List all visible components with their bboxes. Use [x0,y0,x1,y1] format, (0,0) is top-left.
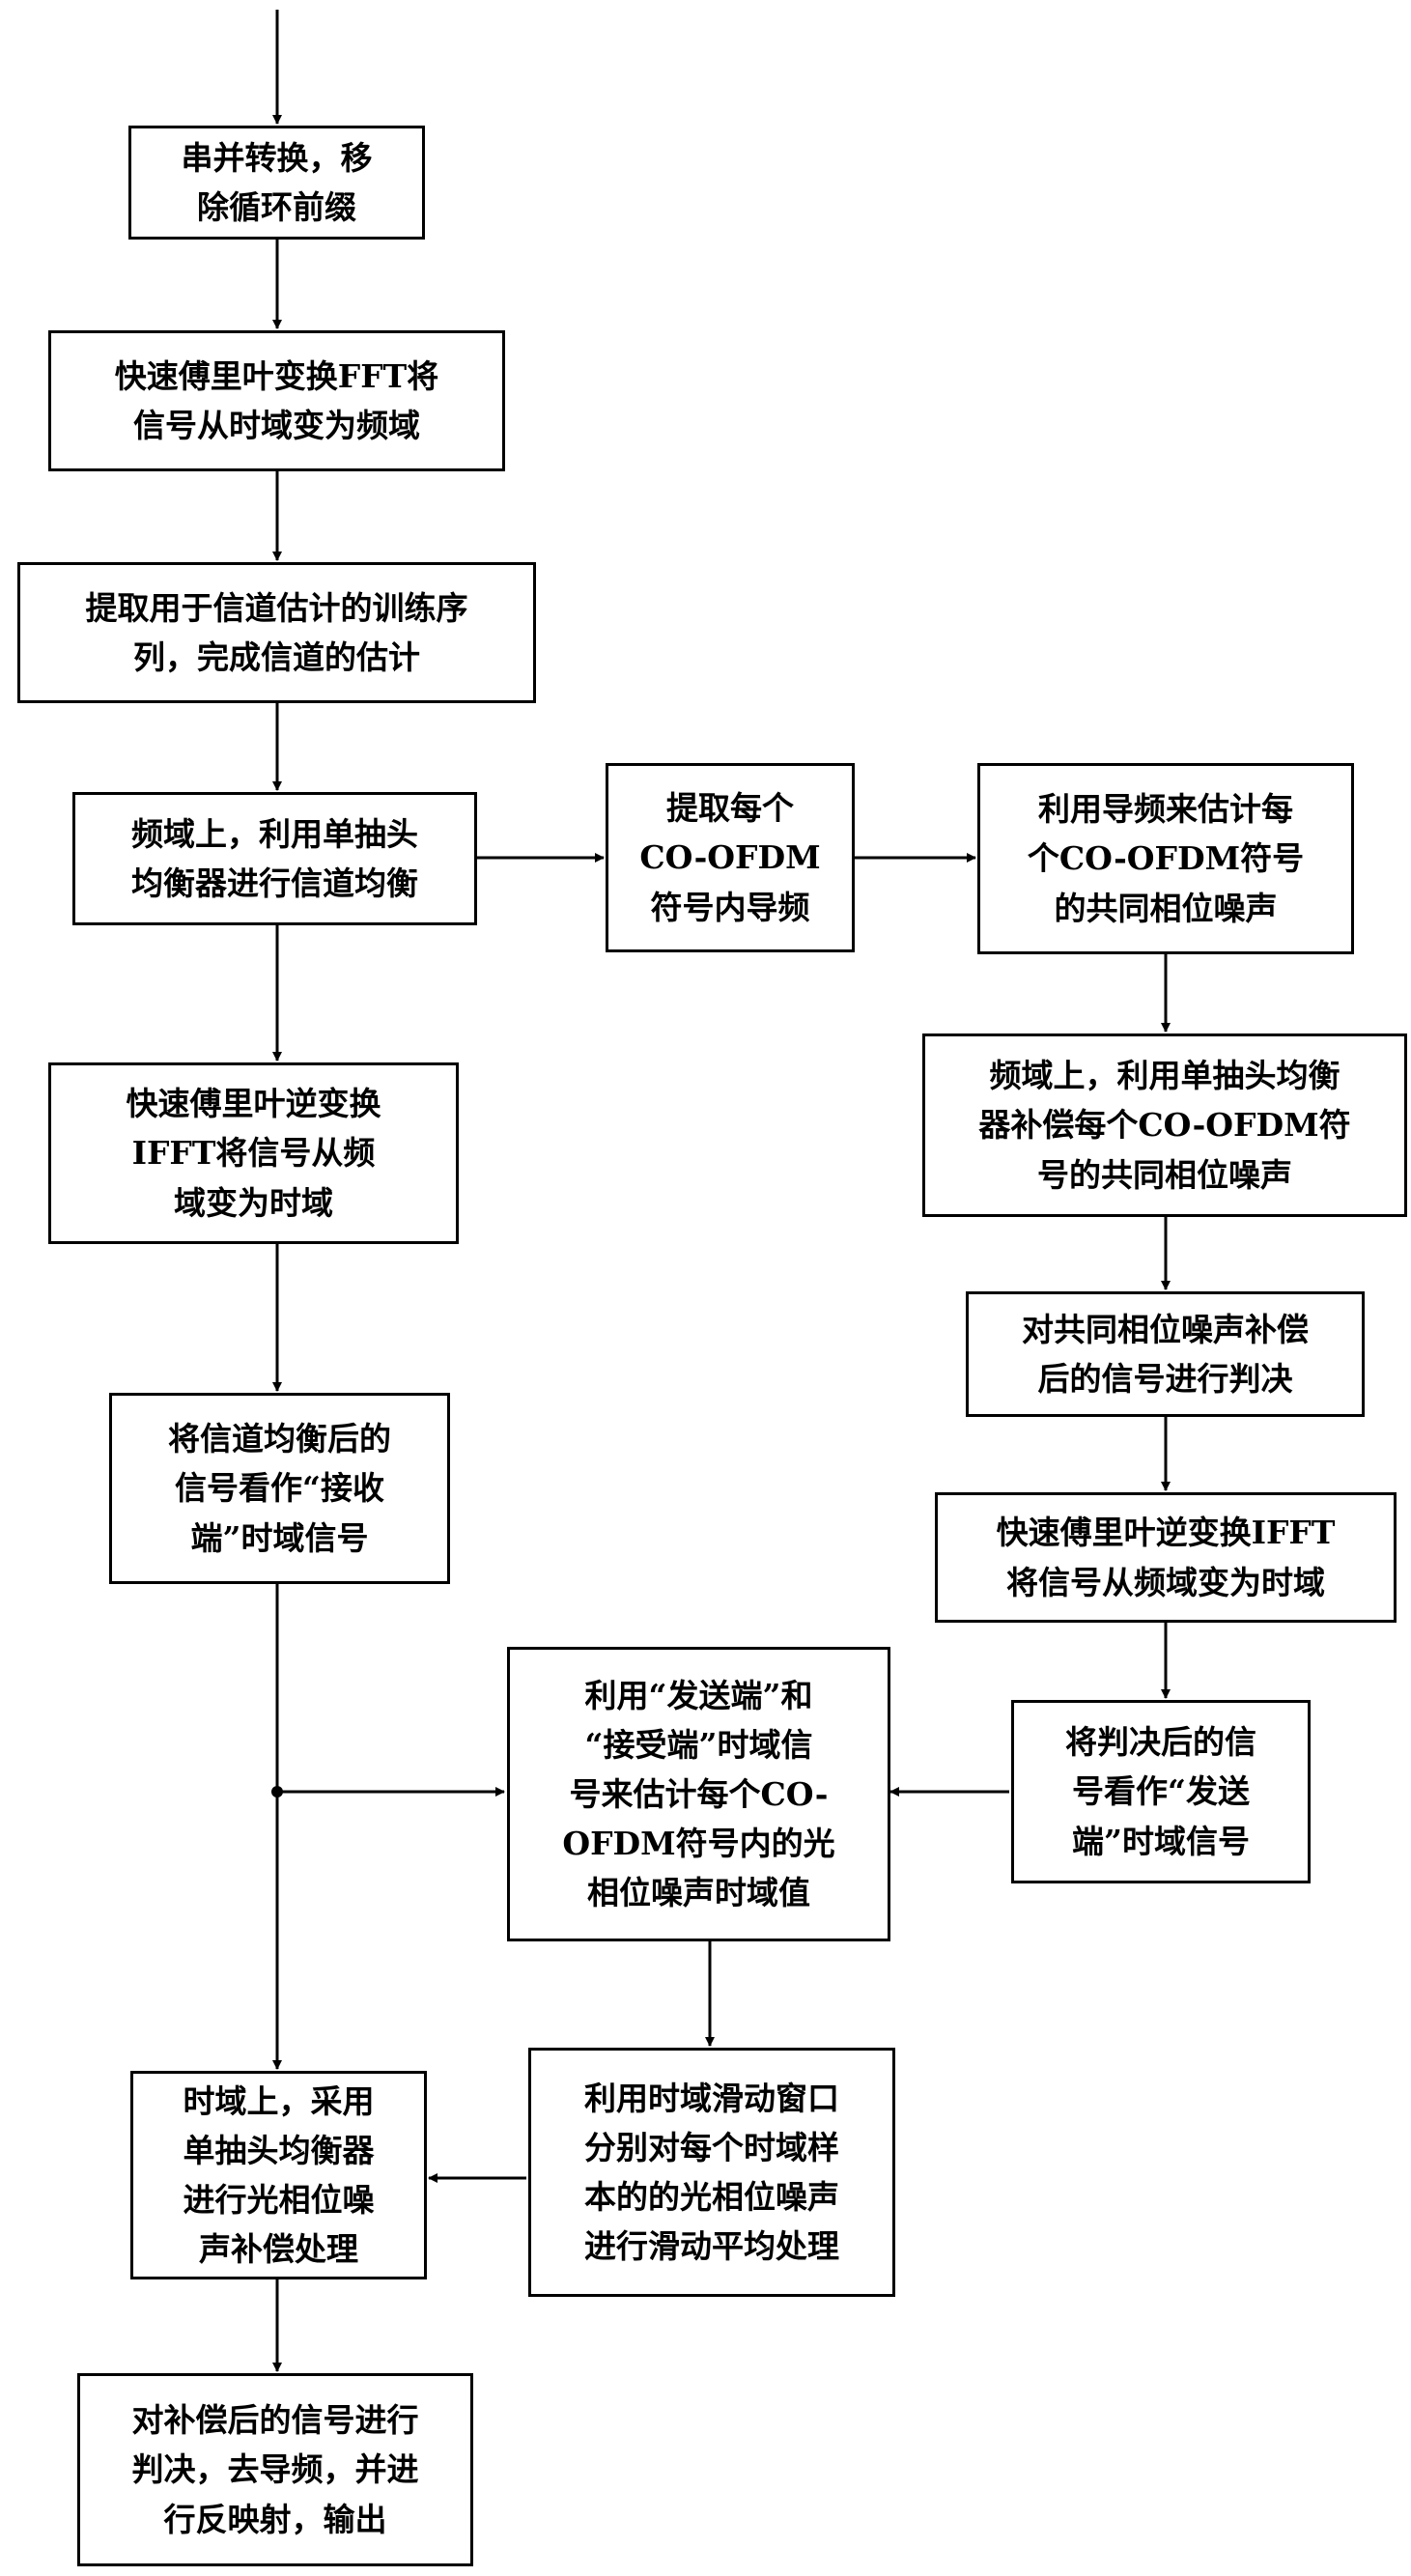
step-compensate-cpe: 频域上，利用单抽头均衡 器补偿每个CO-OFDM符 号的共同相位噪声 [922,1033,1407,1217]
step-fft: 快速傅里叶变换FFT将 信号从时域变为频域 [48,330,505,471]
step-decision: 对共同相位噪声补偿 后的信号进行判决 [966,1291,1365,1417]
step-transmitter-signal: 将判决后的信 号看作“发送 端”时域信号 [1011,1700,1311,1883]
junction-dot [271,1786,283,1798]
step-ifft-right: 快速傅里叶逆变换IFFT 将信号从频域变为时域 [935,1492,1397,1623]
step-phase-noise-compensation: 时域上，采用 单抽头均衡器 进行光相位噪 声补偿处理 [130,2071,427,2279]
step-ifft-left: 快速傅里叶逆变换 IFFT将信号从频 域变为时域 [48,1062,459,1244]
step-serial-to-parallel: 串并转换，移 除循环前缀 [128,126,425,240]
step-channel-equalization: 频域上，利用单抽头 均衡器进行信道均衡 [72,792,477,925]
step-output: 对补偿后的信号进行 判决，去导频，并进 行反映射，输出 [77,2373,473,2566]
step-estimate-cpe: 利用导频来估计每 个CO-OFDM符号 的共同相位噪声 [977,763,1354,954]
step-receiver-signal: 将信道均衡后的 信号看作“接收 端”时域信号 [109,1393,450,1584]
step-sliding-average: 利用时域滑动窗口 分别对每个时域样 本的的光相位噪声 进行滑动平均处理 [528,2048,895,2297]
step-extract-pilots: 提取每个 CO-OFDM 符号内导频 [606,763,855,952]
step-estimate-phase-noise: 利用“发送端”和 “接受端”时域信 号来估计每个CO- OFDM符号内的光 相位… [507,1647,890,1941]
step-channel-estimation: 提取用于信道估计的训练序 列，完成信道的估计 [17,562,536,703]
